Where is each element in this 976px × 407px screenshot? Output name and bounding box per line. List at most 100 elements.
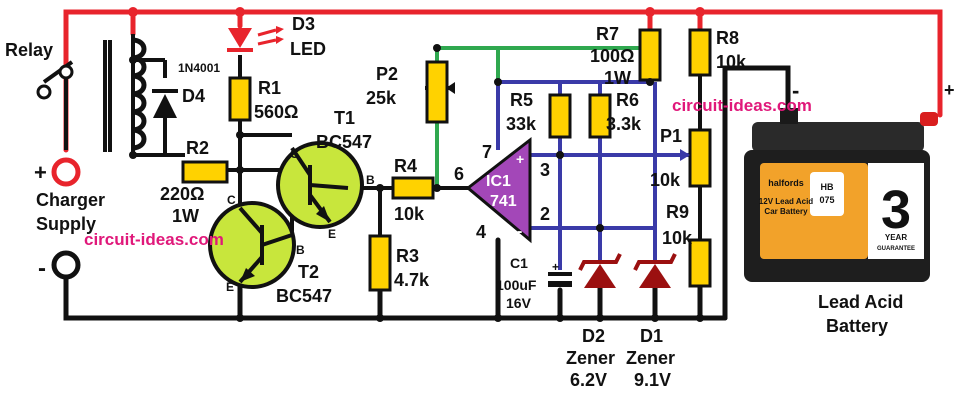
label-supply: Supply	[36, 214, 96, 234]
potentiometer-p1	[680, 128, 712, 188]
label-relay: Relay	[5, 40, 53, 60]
resistor-r4	[391, 176, 435, 200]
label-charger-minus: -	[38, 255, 46, 282]
label-d4-part: 1N4001	[178, 61, 220, 75]
led-d3	[227, 26, 284, 52]
label-r8: R8	[716, 28, 739, 48]
diode-d4	[152, 89, 178, 118]
label-t1: T1	[334, 108, 355, 128]
relay-switch	[36, 64, 74, 100]
label-r6: R6	[616, 90, 639, 110]
label-pin-2: 2	[540, 204, 550, 224]
label-r3: R3	[396, 246, 419, 266]
label-r5-value: 33k	[506, 114, 537, 134]
resistor-r2	[181, 160, 229, 184]
battery-code-1: HB	[821, 182, 834, 192]
label-r6-value: 3.3k	[606, 114, 642, 134]
label-p1: P1	[660, 126, 682, 146]
label-r7-value: 100Ω	[590, 46, 634, 66]
label-charger: Charger	[36, 190, 105, 210]
label-r7-watt: 1W	[604, 68, 631, 88]
resistor-r8	[688, 28, 712, 77]
label-c1-value: 100uF	[496, 277, 537, 293]
rail-dots	[128, 7, 705, 17]
resistor-r1	[228, 76, 252, 122]
label-r9: R9	[666, 202, 689, 222]
label-d4: D4	[182, 86, 205, 106]
label-t2-part: BC547	[276, 286, 332, 306]
label-r1: R1	[258, 78, 281, 98]
capacitor-c1	[548, 272, 572, 287]
label-pin-4: 4	[476, 222, 486, 242]
watermarks: circuit-ideas.com circuit-ideas.com	[84, 96, 812, 249]
label-d2-value: 6.2V	[570, 370, 607, 390]
label-t1-part: BC547	[316, 132, 372, 152]
battery-big-number: 3	[881, 180, 911, 240]
battery-brand: halfords	[768, 178, 804, 188]
label-d3: D3	[292, 14, 315, 34]
label-r2-value: 220Ω	[160, 184, 204, 204]
charger-terminals	[51, 157, 81, 280]
zener-d1	[633, 253, 677, 288]
label-d1-value: 9.1V	[634, 370, 671, 390]
battery-text-1: 12V Lead Acid	[759, 197, 814, 206]
label-r9-value: 10k	[662, 228, 693, 248]
battery-image: 3 halfords 12V Lead Acid Car Battery HB …	[744, 108, 938, 282]
label-t2-e: E	[226, 280, 234, 294]
transistor-t2	[208, 201, 296, 289]
label-pin-7: 7	[482, 142, 492, 162]
label-t2-c: C	[227, 193, 236, 207]
label-r3-value: 4.7k	[394, 270, 430, 290]
label-r4-value: 10k	[394, 204, 425, 224]
label-c1-volt: 16V	[506, 295, 532, 311]
battery-guarantee: GUARANTEE	[877, 246, 915, 252]
label-charger-plus: +	[34, 160, 47, 185]
watermark-right: circuit-ideas.com	[672, 96, 812, 115]
label-opamp-minus: -	[517, 223, 522, 240]
label-battery-minus: -	[792, 78, 799, 103]
label-p2: P2	[376, 64, 398, 84]
label-r1-value: 560Ω	[254, 102, 298, 122]
label-d2: D2	[582, 326, 605, 346]
zener-d2	[578, 253, 622, 288]
label-d2-type: Zener	[566, 348, 615, 368]
label-t1-b: B	[366, 173, 375, 187]
resistor-r9	[688, 238, 712, 288]
label-battery-line1: Lead Acid	[818, 292, 903, 312]
label-battery-plus: +	[944, 80, 955, 100]
label-t2-b: B	[296, 243, 305, 257]
watermark-left: circuit-ideas.com	[84, 230, 224, 249]
resistor-r5	[548, 93, 572, 139]
label-d1: D1	[640, 326, 663, 346]
battery-code-2: 075	[819, 195, 834, 205]
label-r2-watt: 1W	[172, 206, 199, 226]
label-r2: R2	[186, 138, 209, 158]
label-t2: T2	[298, 262, 319, 282]
battery-year: YEAR	[885, 233, 907, 242]
label-r8-value: 10k	[716, 52, 747, 72]
label-p2-value: 25k	[366, 88, 397, 108]
resistor-r3	[368, 234, 392, 292]
transistor-t1	[276, 141, 364, 229]
label-opamp-plus: +	[516, 151, 524, 167]
ground-rail	[63, 65, 791, 321]
label-t1-c: C	[290, 147, 299, 161]
junction-dots	[129, 44, 704, 322]
potentiometer-p2	[425, 60, 455, 124]
label-pin-3: 3	[540, 160, 550, 180]
resistor-r6	[588, 93, 612, 139]
label-battery-line2: Battery	[826, 316, 888, 336]
label-d1-type: Zener	[626, 348, 675, 368]
label-ic1: IC1	[486, 173, 511, 190]
label-r4: R4	[394, 156, 417, 176]
label-p1-value: 10k	[650, 170, 681, 190]
resistor-r7	[638, 28, 662, 82]
label-ic1-part: 741	[490, 193, 517, 210]
battery-text-2: Car Battery	[764, 207, 808, 216]
labels: Relay 1N4001 D4 D3 LED R1 560Ω T1 BC547 …	[5, 14, 955, 390]
label-r5: R5	[510, 90, 533, 110]
label-pin-6: 6	[454, 164, 464, 184]
label-t1-e: E	[328, 227, 336, 241]
label-r7: R7	[596, 24, 619, 44]
